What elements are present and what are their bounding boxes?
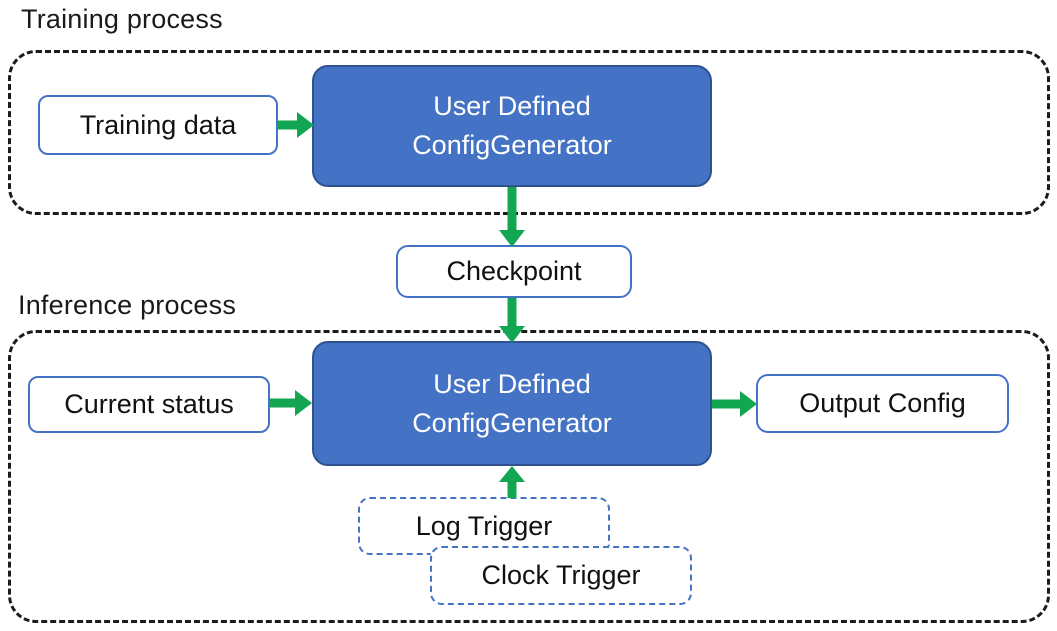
- training-generator-line1: User Defined: [433, 91, 591, 121]
- training-process-label: Training process: [21, 4, 223, 34]
- current-status-box: Current status: [28, 376, 270, 433]
- arrow-shaft: [712, 399, 741, 409]
- log-trigger-box: Log Trigger: [358, 497, 610, 555]
- training-generator-box: User Defined ConfigGenerator: [312, 65, 712, 187]
- arrow-triggers-to-generator-icon: [499, 466, 525, 498]
- clock-trigger-box: Clock Trigger: [430, 546, 692, 605]
- inference-generator-box: User Defined ConfigGenerator: [312, 341, 712, 466]
- output-config-label: Output Config: [799, 388, 966, 418]
- output-config-box: Output Config: [756, 374, 1009, 433]
- training-data-box: Training data: [38, 95, 278, 155]
- inference-generator-line1: User Defined: [433, 368, 591, 399]
- arrow-head: [297, 112, 314, 138]
- current-status-label: Current status: [64, 389, 234, 419]
- clock-trigger-label: Clock Trigger: [481, 560, 641, 590]
- arrow-head: [499, 466, 525, 482]
- arrow-head: [499, 326, 525, 343]
- arrow-head: [499, 230, 525, 247]
- inference-generator-line2: ConfigGenerator: [412, 407, 612, 438]
- log-trigger-label: Log Trigger: [415, 510, 553, 541]
- checkpoint-box: Checkpoint: [396, 245, 632, 298]
- arrow-shaft: [278, 120, 298, 130]
- arrow-shaft: [507, 187, 517, 230]
- arrow-checkpoint-to-inference-generator-icon: [499, 298, 525, 343]
- arrow-training-data-to-generator-icon: [278, 112, 314, 138]
- arrow-head: [295, 390, 312, 416]
- training-generator-line2: ConfigGenerator: [412, 130, 612, 160]
- inference-process-label: Inference process: [18, 290, 237, 320]
- arrow-shaft: [507, 481, 517, 498]
- training-data-label: Training data: [79, 109, 237, 140]
- arrow-current-status-to-generator-icon: [270, 390, 312, 416]
- arrow-head: [740, 391, 757, 417]
- arrow-generator-to-checkpoint-icon: [499, 187, 525, 247]
- arrow-shaft: [270, 398, 296, 408]
- checkpoint-label: Checkpoint: [446, 256, 582, 286]
- inference-process-container: [8, 330, 1050, 623]
- arrow-shaft: [507, 298, 517, 326]
- arrow-generator-to-output-config-icon: [712, 391, 757, 417]
- training-process-container: [8, 50, 1050, 215]
